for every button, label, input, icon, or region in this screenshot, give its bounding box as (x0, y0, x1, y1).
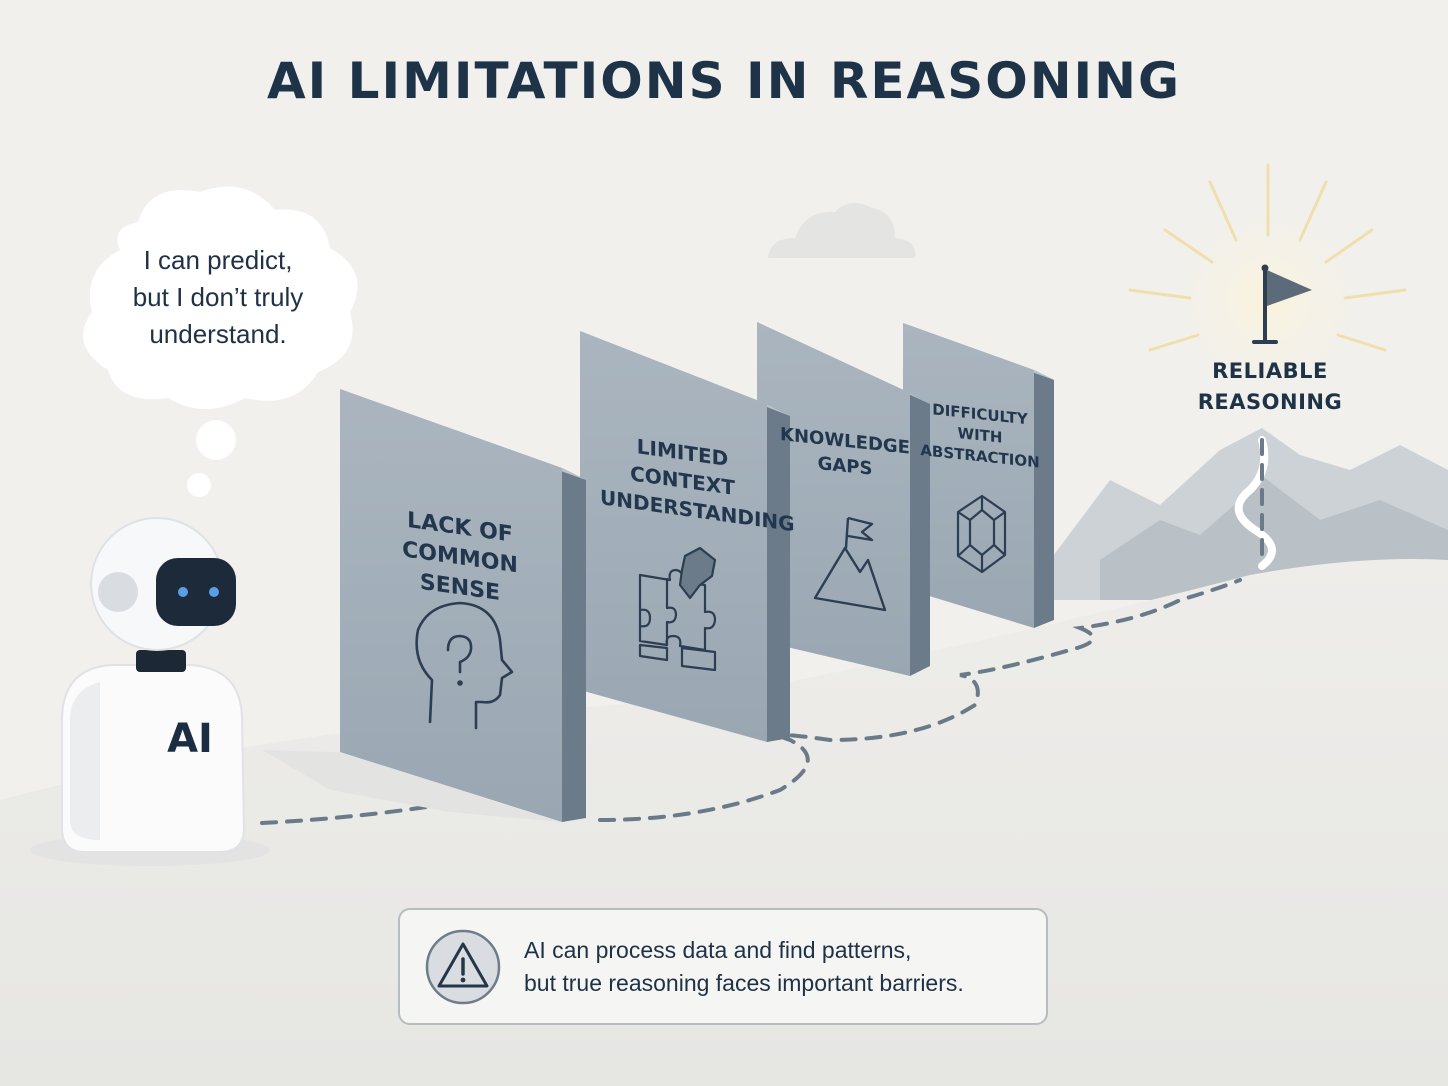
mountain-flag-icon (813, 516, 887, 612)
barrier-wall-2 (580, 331, 790, 742)
goal-label: RELIABLE REASONING (1180, 356, 1360, 418)
goal-line-1: RELIABLE (1212, 359, 1328, 383)
thought-line-1: I can predict, (143, 245, 293, 275)
barrier-wall-1 (262, 389, 586, 822)
robot-chest-label: AI (167, 716, 213, 762)
goal-line-2: REASONING (1197, 390, 1343, 414)
note-box: AI can process data and find patterns, b… (398, 908, 1048, 1025)
warning-icon (425, 929, 501, 1005)
barrier-wall-3 (757, 322, 930, 676)
robot (30, 517, 270, 866)
thought-line-3: understand. (149, 319, 287, 349)
ground (0, 559, 1448, 1086)
progress-path (260, 438, 1264, 825)
thought-line-2: but I don’t truly (132, 282, 304, 312)
thought-bubble-text: I can predict, but I don’t truly underst… (104, 242, 332, 353)
flag-icon (1252, 264, 1312, 344)
background-cloud (768, 202, 916, 258)
barrier-label-abstraction: DIFFICULTY WITH ABSTRACTION (920, 400, 1040, 472)
note-line-2: but true reasoning faces important barri… (524, 970, 964, 996)
cube-icon (956, 494, 1007, 574)
page-title: AI LIMITATIONS IN REASONING (266, 52, 1182, 110)
head-question-icon (415, 601, 514, 730)
puzzle-icon (638, 546, 717, 672)
note-text: AI can process data and find patterns, b… (524, 934, 1034, 1000)
thought-bubble (83, 186, 358, 497)
note-line-1: AI can process data and find patterns, (524, 937, 912, 963)
